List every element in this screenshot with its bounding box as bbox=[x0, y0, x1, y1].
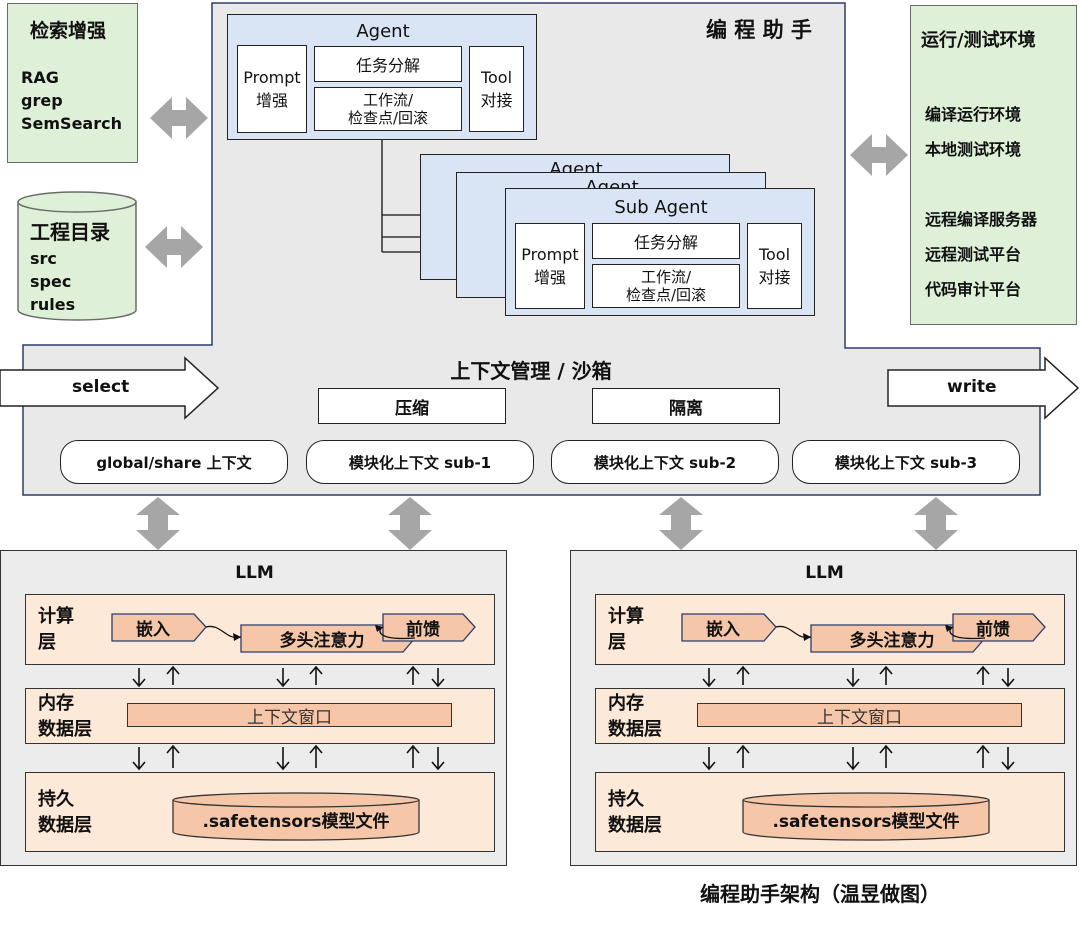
memory-layer: 内存 数据层 上下文窗口 bbox=[595, 688, 1065, 744]
layer-arrows bbox=[132, 665, 445, 771]
env-item: 代码审计平台 bbox=[925, 280, 1022, 299]
env-items-a: 编译运行环境 本地测试环境 bbox=[925, 97, 1021, 167]
memory-layer-label: 内存 数据层 bbox=[608, 693, 662, 740]
agent-tool: Tool 对接 bbox=[469, 46, 524, 132]
compute-layer-label: 计算 层 bbox=[38, 606, 74, 653]
context-pill-sub-3: 模块化上下文 sub-3 bbox=[792, 440, 1020, 484]
context-pill-global: global/share 上下文 bbox=[60, 440, 288, 484]
double-arrow-icon bbox=[850, 134, 908, 176]
model-file-cylinder bbox=[742, 792, 990, 841]
select-arrow-shape bbox=[0, 356, 220, 420]
memory-layer-label: 内存 数据层 bbox=[38, 693, 92, 740]
agent-box: Agent Prompt 增强 任务分解 工作流/ 检查点/回滚 Tool 对接 bbox=[227, 14, 537, 140]
model-file: .safetensors模型文件 bbox=[202, 811, 390, 832]
subagent-prompt: Prompt 增强 bbox=[515, 223, 585, 309]
double-arrow-icon bbox=[150, 97, 208, 139]
subagent-workflow: 工作流/ 检查点/回滚 bbox=[592, 264, 740, 308]
agent-workflow: 工作流/ 检查点/回滚 bbox=[314, 87, 462, 131]
double-arrow-icon bbox=[136, 497, 180, 550]
context-window: 上下文窗口 bbox=[127, 703, 452, 728]
env-item: 本地测试环境 bbox=[925, 140, 1022, 159]
isolate-box: 隔离 bbox=[592, 388, 780, 424]
persist-layer: 持久 数据层 .safetensors模型文件 bbox=[25, 772, 495, 852]
retrieval-items: RAG grep SemSearch bbox=[21, 66, 122, 135]
caption: 编程助手架构（温昱做图） bbox=[700, 882, 940, 906]
model-file-cylinder bbox=[172, 792, 420, 841]
agent-task: 任务分解 bbox=[314, 46, 462, 82]
write-label: write bbox=[947, 377, 997, 397]
llm-panel-right: LLM 计算 层 嵌入 多头注意力 前馈 内存 数据层 上下文窗口 持久 数据层… bbox=[570, 550, 1077, 866]
env-item: 远程编译服务器 bbox=[925, 210, 1038, 229]
compute-layer: 计算 层 嵌入 多头注意力 前馈 bbox=[595, 594, 1065, 665]
write-arrow-shape bbox=[887, 356, 1080, 420]
env-title: 运行/测试环境 bbox=[921, 30, 1036, 51]
persist-layer: 持久 数据层 .safetensors模型文件 bbox=[595, 772, 1065, 852]
select-label: select bbox=[72, 377, 130, 397]
env-items-b: 远程编译服务器 远程测试平台 代码审计平台 bbox=[925, 202, 1037, 307]
context-title: 上下文管理 / 沙箱 bbox=[450, 359, 612, 383]
attention-node: 多头注意力 bbox=[279, 631, 365, 651]
retrieval-item: SemSearch bbox=[21, 114, 122, 133]
project-item: rules bbox=[30, 295, 76, 314]
persist-layer-label: 持久 数据层 bbox=[38, 789, 92, 836]
subagent-tool: Tool 对接 bbox=[747, 223, 802, 309]
double-arrows bbox=[136, 97, 958, 550]
double-arrow-icon bbox=[914, 497, 958, 550]
agent-title: Agent bbox=[356, 21, 410, 42]
compute-flow bbox=[111, 613, 476, 653]
env-box: 运行/测试环境 编译运行环境 本地测试环境 远程编译服务器 远程测试平台 代码审… bbox=[910, 5, 1077, 325]
subagent-box: Sub Agent Prompt 增强 任务分解 工作流/ 检查点/回滚 Too… bbox=[505, 188, 815, 316]
assistant-title: 编 程 助 手 bbox=[706, 18, 812, 42]
project-cylinder bbox=[17, 191, 137, 321]
attention-node: 多头注意力 bbox=[849, 631, 935, 651]
compress-box: 压缩 bbox=[318, 388, 506, 424]
llm-title: LLM bbox=[235, 563, 274, 583]
llm-title: LLM bbox=[805, 563, 844, 583]
double-arrow-icon bbox=[388, 497, 432, 550]
env-item: 远程测试平台 bbox=[925, 245, 1022, 264]
layer-arrows bbox=[702, 665, 1015, 771]
llm-panel-left: LLM 计算 层 嵌入 多头注意力 前馈 内存 数据层 上下文窗口 持久 数据层… bbox=[0, 550, 507, 866]
ffn-node: 前馈 bbox=[406, 620, 440, 640]
context-window: 上下文窗口 bbox=[697, 703, 1022, 728]
double-arrow-icon bbox=[145, 226, 203, 268]
compute-flow bbox=[681, 613, 1046, 653]
context-pill-sub-1: 模块化上下文 sub-1 bbox=[306, 440, 534, 484]
compute-layer: 计算 层 嵌入 多头注意力 前馈 bbox=[25, 594, 495, 665]
embed-node: 嵌入 bbox=[136, 620, 170, 640]
project-title: 工程目录 bbox=[30, 220, 110, 244]
ffn-node: 前馈 bbox=[976, 620, 1010, 640]
retrieval-box: 检索增强 RAG grep SemSearch bbox=[7, 3, 138, 163]
double-arrow-icon bbox=[659, 497, 703, 550]
retrieval-item: grep bbox=[21, 91, 63, 110]
env-item: 编译运行环境 bbox=[925, 105, 1022, 124]
model-file: .safetensors模型文件 bbox=[772, 811, 960, 832]
compute-layer-label: 计算 层 bbox=[608, 606, 644, 653]
context-pill-sub-2: 模块化上下文 sub-2 bbox=[551, 440, 779, 484]
agent-prompt: Prompt 增强 bbox=[237, 45, 307, 133]
memory-layer: 内存 数据层 上下文窗口 bbox=[25, 688, 495, 744]
retrieval-item: RAG bbox=[21, 68, 59, 87]
persist-layer-label: 持久 数据层 bbox=[608, 789, 662, 836]
subagent-task: 任务分解 bbox=[592, 223, 740, 259]
project-item: src bbox=[30, 249, 57, 268]
embed-node: 嵌入 bbox=[706, 620, 740, 640]
retrieval-title: 检索增强 bbox=[30, 20, 107, 42]
project-items: src spec rules bbox=[30, 247, 75, 316]
subagent-title: Sub Agent bbox=[614, 197, 708, 218]
project-item: spec bbox=[30, 272, 72, 291]
